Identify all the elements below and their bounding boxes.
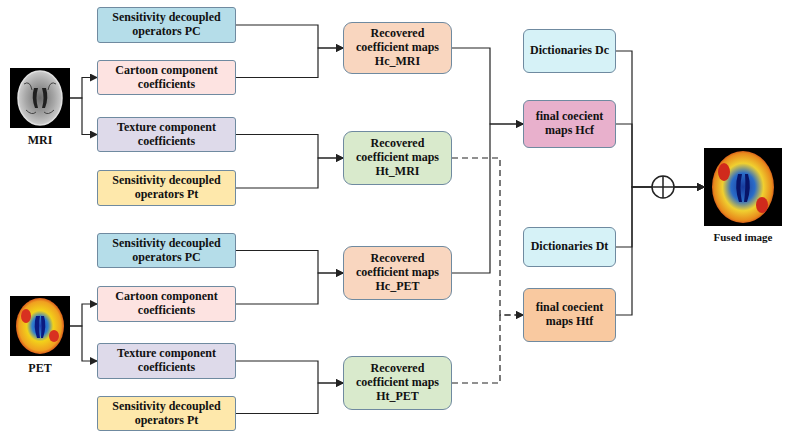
connector bbox=[452, 158, 523, 315]
image-label: PET bbox=[28, 361, 51, 376]
box-label: Sensitivity decoupled operators PC bbox=[102, 237, 231, 265]
process-box: Recovered coefficient maps Ht_MRI bbox=[343, 131, 452, 185]
process-box: Recovered coefficient maps Hc_PET bbox=[343, 246, 452, 300]
box-label: Sensitivity decoupled operators Pt bbox=[102, 174, 231, 202]
fused-hotspot bbox=[756, 197, 768, 213]
image-node: MRI bbox=[10, 68, 70, 128]
process-box: Cartoon component coefficients bbox=[97, 60, 236, 96]
process-box: Sensitivity decoupled operators Pt bbox=[97, 170, 236, 206]
box-label: Sensitivity decoupled operators Pt bbox=[102, 400, 231, 428]
connector bbox=[236, 158, 343, 188]
connector bbox=[236, 383, 343, 414]
connector bbox=[70, 98, 97, 135]
process-box: Dictionaries Dt bbox=[523, 227, 616, 267]
sum-symbol bbox=[652, 176, 674, 198]
box-label: Recovered coefficient maps Hc_PET bbox=[348, 252, 447, 293]
process-box: Texture component coefficients bbox=[97, 117, 236, 153]
connector bbox=[452, 315, 523, 383]
process-box: final coecient maps Hcf bbox=[523, 100, 616, 148]
box-label: Cartoon component coefficients bbox=[102, 290, 231, 318]
connector bbox=[236, 251, 343, 274]
image-label: MRI bbox=[28, 133, 53, 148]
connector bbox=[452, 48, 523, 124]
mri-ventricle bbox=[42, 88, 47, 108]
fused-ventricle bbox=[736, 174, 750, 202]
process-box: Sensitivity decoupled operators Pt bbox=[97, 396, 236, 432]
image-label: Fused image bbox=[714, 231, 773, 243]
pet-hotspot bbox=[21, 309, 31, 323]
pet-brain bbox=[16, 298, 64, 354]
mri-folds bbox=[24, 83, 56, 114]
connector bbox=[616, 51, 704, 187]
fused-brain bbox=[712, 151, 774, 223]
process-box: Recovered coefficient maps Ht_PET bbox=[343, 356, 452, 410]
box-label: Recovered coefficient maps Ht_PET bbox=[348, 362, 447, 403]
process-box: Dictionaries Dc bbox=[523, 29, 616, 73]
process-box: Cartoon component coefficients bbox=[97, 286, 236, 322]
process-box: Sensitivity decoupled operators PC bbox=[97, 233, 236, 269]
connector bbox=[70, 326, 97, 361]
box-label: Sensitivity decoupled operators PC bbox=[102, 11, 231, 39]
connector bbox=[236, 273, 343, 304]
connector bbox=[452, 124, 523, 273]
connector bbox=[616, 187, 704, 315]
connector bbox=[236, 25, 343, 48]
pet-ventricle bbox=[35, 316, 46, 338]
mri-image bbox=[10, 68, 70, 128]
connector bbox=[70, 304, 97, 326]
pet-image bbox=[10, 296, 70, 356]
fused-image bbox=[704, 148, 782, 226]
box-label: Recovered coefficient maps Hc_MRI bbox=[348, 27, 447, 68]
box-label: final coecient maps Hcf bbox=[528, 110, 611, 138]
connector bbox=[236, 135, 343, 159]
box-label: Dictionaries Dt bbox=[531, 240, 609, 254]
box-label: Texture component coefficients bbox=[102, 121, 231, 149]
connector bbox=[236, 48, 343, 78]
mri-brain bbox=[18, 71, 62, 125]
connector bbox=[236, 361, 343, 383]
box-label: Texture component coefficients bbox=[102, 347, 231, 375]
image-node: PET bbox=[10, 296, 70, 356]
fused-hotspot bbox=[718, 163, 730, 181]
box-label: Dictionaries Dc bbox=[530, 44, 609, 58]
box-label: Cartoon component coefficients bbox=[102, 64, 231, 92]
pet-hotspot bbox=[49, 330, 59, 342]
connector bbox=[70, 78, 97, 99]
process-box: final coecient maps Htf bbox=[523, 288, 616, 342]
process-box: Sensitivity decoupled operators PC bbox=[97, 7, 236, 43]
process-box: Recovered coefficient maps Hc_MRI bbox=[343, 22, 452, 74]
box-label: final coecient maps Htf bbox=[528, 301, 611, 329]
box-label: Recovered coefficient maps Ht_MRI bbox=[348, 137, 447, 178]
process-box: Texture component coefficients bbox=[97, 343, 236, 379]
sum-symbol-plus bbox=[652, 176, 674, 198]
image-node: Fused image bbox=[704, 148, 782, 226]
mri-ventricle bbox=[33, 88, 38, 108]
